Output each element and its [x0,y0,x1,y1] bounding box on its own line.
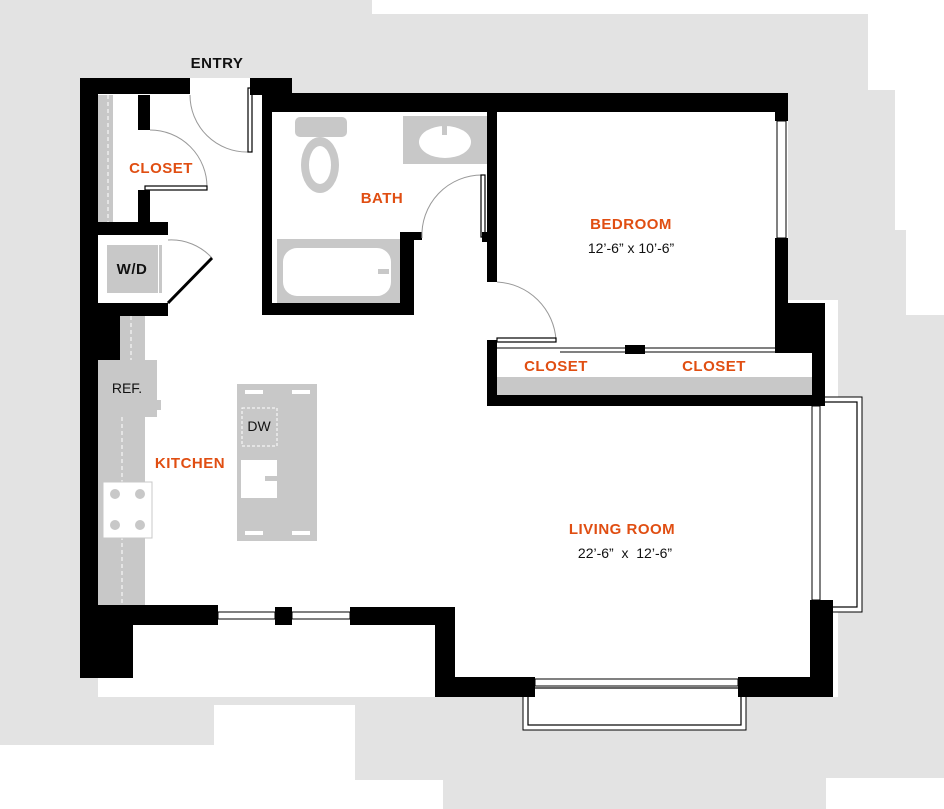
entry-label: ENTRY [191,55,244,72]
bedroom-closet-left-label: CLOSET [524,358,588,375]
washer-dryer [107,245,162,293]
washer-dryer-label: W/D [117,261,148,278]
bedroom-closet-right-label: CLOSET [682,358,746,375]
bedroom-dimensions: 12’-6” x 10’-6” [588,240,675,256]
kitchen-island [237,384,317,541]
refrigerator-label: REF. [112,380,142,396]
closet-shelf-bedroom [497,377,812,395]
living-room-dimensions: 22’-6” x 12’-6” [578,545,672,561]
stove [102,481,153,539]
balcony-bottom [522,682,747,731]
bath-label: BATH [361,190,404,207]
entry-closet-shelf [98,95,113,222]
kitchen-label: KITCHEN [155,455,225,472]
living-room-label: LIVING ROOM [569,521,675,538]
bath-fixtures [277,116,487,303]
doors [144,87,775,353]
refrigerator [98,360,161,417]
entry-closet-label: CLOSET [129,160,193,177]
bedroom-label: BEDROOM [590,216,672,233]
dishwasher-label: DW [247,418,271,434]
walls [80,78,833,697]
windows [217,120,821,687]
